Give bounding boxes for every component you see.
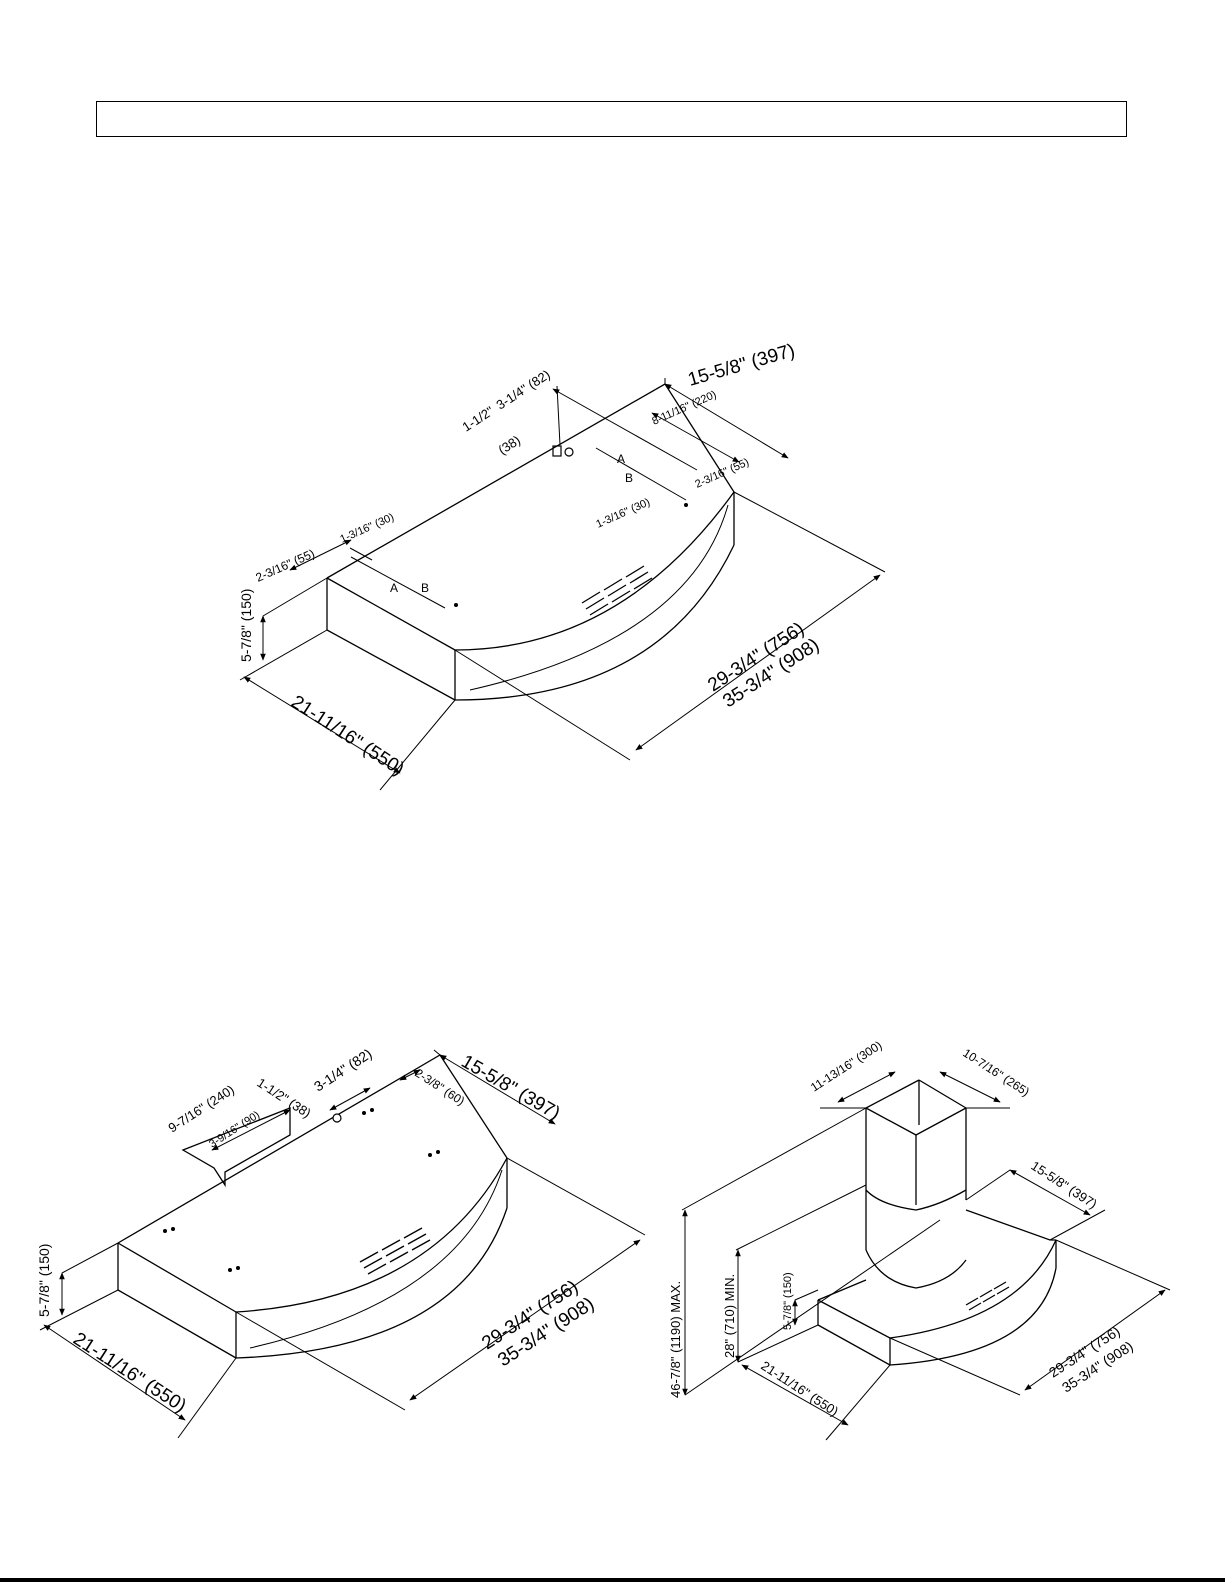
hood-chimney-duct-width-label: 11-13/16" (300) — [808, 1038, 884, 1094]
hood-top-depth-label: 21-11/16" (550) — [287, 692, 407, 780]
hood-chimney-duct-depth-label: 10-7/16" (265) — [960, 1046, 1032, 1099]
hood-top-dim-1-3-16-left: 1-3/16" (30) — [338, 511, 396, 545]
hood-chimney-body — [817, 1079, 1057, 1366]
hood-chimney-back-depth-label: 15-5/8" (397) — [1028, 1158, 1099, 1212]
hood-top-dim-2-3-16-left: 2-3/16" (55) — [254, 546, 317, 584]
hood-bl-depth-label: 21-11/16" (550) — [69, 1329, 189, 1417]
hood-top-dim-1-1-2: 1-1/2" — [459, 403, 496, 434]
hood-bl-dim-3-1-4: 3-1/4" (82) — [311, 1045, 375, 1094]
hood-top-dim-8-11-16: 8-11/16" (220) — [650, 389, 718, 428]
hood-top-vents — [581, 565, 653, 616]
hood-chimney-min-height-label: 28" (710) MIN. — [722, 1274, 737, 1358]
hood-top-dim-38: (38) — [495, 432, 523, 457]
hood-bl-height-label: 5-7/8" (150) — [36, 1244, 52, 1317]
hood-top-dim-1-3-16-right: 1-3/16" (30) — [594, 496, 652, 530]
header-box — [96, 101, 1127, 137]
hood-bl-dim-1-1-2: 1-1/2" (38) — [254, 1075, 313, 1121]
hood-top-height-label: 5-7/8" (150) — [238, 589, 254, 662]
hood-chimney-max-height-label: 46-7/8" (1190) MAX. — [668, 1281, 683, 1398]
hood-bl-dim-3-9-16: 3-9/16" (90) — [207, 1109, 262, 1150]
hood-top-label-b-left: B — [421, 581, 429, 595]
hood-top-label-b-right: B — [625, 471, 633, 485]
hood-drawing-chimney: 11-13/16" (300) 10-7/16" (265) 15-5/8" (… — [668, 1038, 1171, 1441]
hood-drawing-bottom-left: 21-11/16" (550) 5-7/8" (150) 15-5/8" (39… — [36, 1045, 646, 1439]
hood-chimney-vents — [965, 1281, 1010, 1311]
hood-chimney-depth-label: 21-11/16" (550) — [758, 1358, 841, 1419]
hood-drawing-top: 21-11/16" (550) 5-7/8" (150) 15-5/8" (39… — [238, 340, 886, 791]
hood-top-label-a-left: A — [390, 581, 398, 595]
hood-top-label-a-right: A — [617, 452, 625, 466]
hood-top-dim-3-1-4: 3-1/4" (82) — [493, 367, 552, 413]
hood-chimney-height-label: 5-7/8" (150) — [782, 1272, 794, 1330]
hood-top-body — [326, 383, 735, 701]
hood-top-dim-2-3-16-right: 2-3/16" (55) — [693, 456, 751, 490]
hood-bl-back-depth-label: 15-5/8" (397) — [458, 1051, 564, 1124]
hood-top-back-depth-label: 15-5/8" (397) — [686, 340, 798, 391]
bottom-rule — [0, 1578, 1225, 1582]
hood-bl-dim-2-3-8: 2-3/8" (60) — [412, 1066, 467, 1108]
hood-bl-vents — [359, 1227, 431, 1275]
